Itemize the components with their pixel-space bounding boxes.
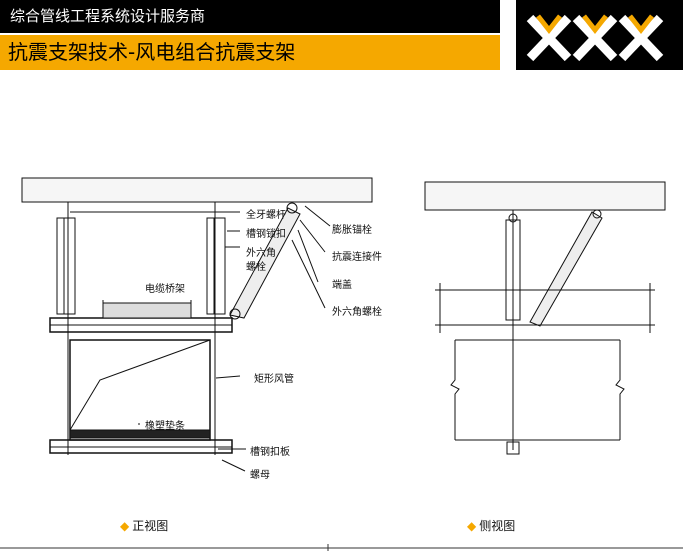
label-plate: 槽钢扣板	[250, 447, 290, 458]
diamond-icon: ◆	[467, 519, 477, 533]
label-hex-bolt2: 外六角螺栓	[332, 307, 382, 318]
label-cap: 端盖	[332, 280, 352, 291]
label-hex-bolt-b: 螺栓	[246, 262, 266, 273]
caption-front-text: 正视图	[132, 519, 169, 533]
label-pad: 橡塑垫条	[145, 421, 185, 432]
cable-tray	[102, 302, 192, 319]
rect-duct	[69, 339, 211, 441]
concrete-slab	[424, 181, 666, 211]
caption-side: ◆侧视图	[467, 517, 515, 534]
channel-strut	[206, 217, 226, 315]
logo-mark-icon	[526, 14, 664, 62]
label-hex-bolt-a: 外六角	[246, 248, 276, 259]
page-title: 抗震支架技术-风电组合抗震支架	[0, 35, 500, 70]
label-lock: 槽钢锁扣	[246, 229, 286, 240]
company-banner: 综合管线工程系统设计服务商	[0, 0, 500, 33]
front-view-drawing	[21, 177, 373, 472]
logo	[516, 0, 683, 70]
diamond-icon: ◆	[120, 519, 130, 533]
channel-strut	[56, 217, 76, 315]
label-duct: 矩形风管	[254, 374, 294, 385]
label-rod: 全牙螺杆	[246, 210, 286, 221]
label-tray: 电缆桥架	[145, 284, 185, 295]
concrete-slab	[21, 177, 373, 203]
label-nut: 螺母	[250, 470, 270, 481]
label-anchor: 膨胀锚栓	[332, 225, 372, 236]
label-connector: 抗震连接件	[332, 252, 382, 263]
side-view-drawing	[424, 181, 666, 455]
caption-front: ◆正视图	[120, 517, 168, 534]
caption-side-text: 侧视图	[479, 519, 516, 533]
